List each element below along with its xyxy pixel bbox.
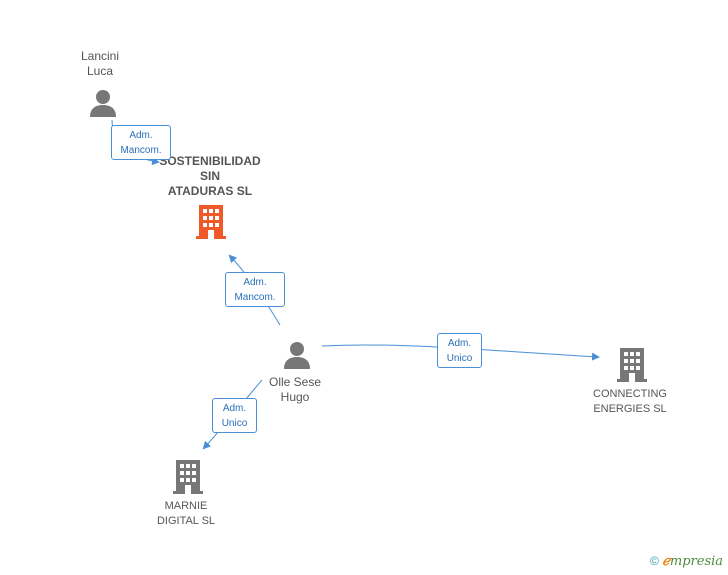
- footer-brand: © ℯmpresia: [650, 554, 723, 569]
- node-label-olle: Olle Sese Hugo: [268, 375, 322, 404]
- building-icon-main[interactable]: [196, 205, 226, 239]
- node-label-lancini: Lancini Luca: [80, 49, 120, 78]
- edge-label-olle-marnie[interactable]: Adm. Unico: [212, 398, 257, 433]
- brand-logo: ℯmpresia: [662, 554, 724, 569]
- person-icon[interactable]: [282, 340, 312, 370]
- node-label-sostenibilidad: SOSTENIBILIDAD SIN ATADURAS SL: [159, 154, 261, 198]
- building-icon[interactable]: [617, 348, 647, 382]
- copyright-symbol: ©: [650, 554, 659, 568]
- building-icon[interactable]: [173, 460, 203, 494]
- person-icon[interactable]: [88, 88, 118, 118]
- edge-label-lancini-sostenibilidad[interactable]: Adm. Mancom.: [111, 125, 171, 160]
- edge-label-olle-connecting[interactable]: Adm. Unico: [437, 333, 482, 368]
- node-label-marnie: MARNIE DIGITAL SL: [156, 500, 216, 527]
- node-label-connecting: CONNECTING ENERGIES SL: [593, 388, 667, 415]
- edge-label-olle-sostenibilidad[interactable]: Adm. Mancom.: [225, 272, 285, 307]
